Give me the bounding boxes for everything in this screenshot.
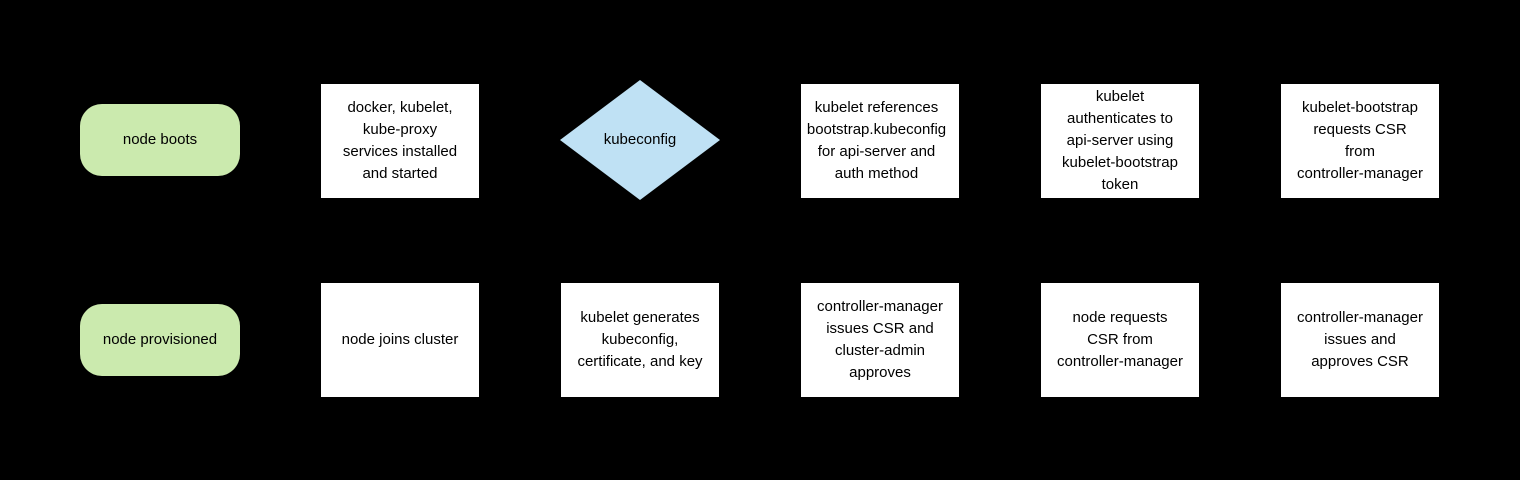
node-label: kubelet-bootstrap requests CSR from cont… bbox=[1297, 99, 1423, 182]
flow-node-controller-manager-issues-csr[interactable]: controller-manager issues CSR and cluste… bbox=[801, 283, 959, 397]
flow-node-node-joins-cluster[interactable]: node joins cluster bbox=[321, 283, 479, 397]
flow-node-kubelet-generates-kubeconfig[interactable]: kubelet generates kubeconfig, certificat… bbox=[561, 283, 719, 397]
node-label: node provisioned bbox=[102, 331, 218, 348]
flow-node-kubelet-references-bootstrap[interactable]: kubelet references bootstrap.kubeconfig … bbox=[801, 84, 959, 198]
node-label: docker, kubelet, kube-proxy services ins… bbox=[342, 99, 458, 182]
node-label: kubelet references bootstrap.kubeconfig … bbox=[806, 99, 947, 182]
node-label: controller-manager issues CSR and cluste… bbox=[817, 298, 943, 381]
flow-node-kubeconfig[interactable]: kubeconfig bbox=[560, 80, 720, 200]
flow-node-controller-manager-issues-approves[interactable]: controller-manager issues and approves C… bbox=[1281, 283, 1439, 397]
flow-node-node-requests-csr[interactable]: node requests CSR from controller-manage… bbox=[1041, 283, 1199, 397]
node-label: node joins cluster bbox=[341, 331, 459, 348]
flow-node-kubelet-bootstrap-requests-csr[interactable]: kubelet-bootstrap requests CSR from cont… bbox=[1281, 84, 1439, 198]
node-label: kubelet authenticates to api-server usin… bbox=[1062, 88, 1178, 193]
node-label: kubeconfig bbox=[603, 131, 677, 148]
node-label: node requests CSR from controller-manage… bbox=[1057, 309, 1183, 370]
flow-node-services-installed[interactable]: docker, kubelet, kube-proxy services ins… bbox=[321, 84, 479, 198]
node-label: controller-manager issues and approves C… bbox=[1297, 309, 1423, 370]
flow-node-node-provisioned[interactable]: node provisioned bbox=[80, 304, 240, 376]
flow-node-node-boots[interactable]: node boots bbox=[80, 104, 240, 176]
flow-node-kubelet-authenticates[interactable]: kubelet authenticates to api-server usin… bbox=[1041, 84, 1199, 198]
node-label: node boots bbox=[122, 131, 198, 148]
node-label: kubelet generates kubeconfig, certificat… bbox=[577, 309, 703, 370]
